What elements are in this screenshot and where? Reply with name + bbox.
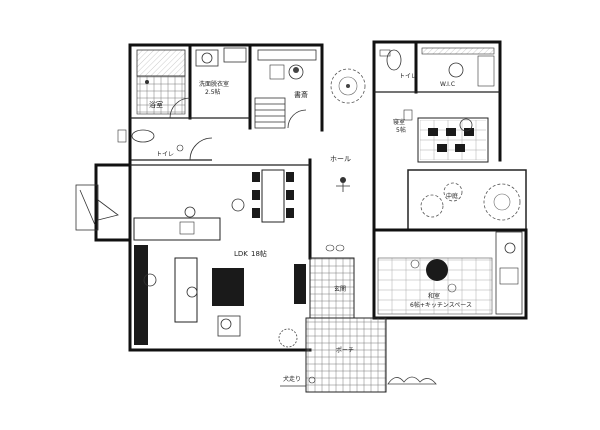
study-chair bbox=[288, 64, 304, 80]
label-toilet-1: トイレ bbox=[156, 151, 174, 158]
label-toilet-2: トイレ bbox=[399, 73, 417, 80]
label-washroom: 洗面脱衣室 bbox=[199, 80, 229, 88]
dining-table bbox=[252, 169, 294, 223]
label-washroom-size: 2.5帖 bbox=[205, 88, 221, 96]
label-porch: ポーチ bbox=[336, 346, 354, 354]
tv-unit bbox=[294, 264, 306, 304]
genkan bbox=[309, 244, 355, 319]
label-bedroom: 寝室 bbox=[393, 118, 405, 126]
bath-block bbox=[128, 43, 324, 132]
label-washitsu-detail: 6帖+キッチンスペース bbox=[410, 301, 472, 309]
plant bbox=[278, 328, 298, 348]
label-bedroom-size: 5帖 bbox=[396, 126, 406, 134]
label-hall: ホール bbox=[330, 155, 351, 163]
low-table bbox=[426, 259, 448, 281]
label-approach: 犬走り bbox=[283, 375, 301, 383]
label-bath: 浴室 bbox=[149, 100, 163, 109]
living-sofa bbox=[174, 257, 198, 323]
bathtub bbox=[136, 49, 186, 77]
label-ldk: LDK bbox=[234, 250, 248, 258]
porch bbox=[305, 317, 387, 393]
label-ldk-size: 18帖 bbox=[251, 249, 267, 258]
label-genkan: 玄関 bbox=[334, 285, 346, 293]
washitsu bbox=[372, 228, 528, 320]
kitchen-figure bbox=[184, 206, 196, 218]
stairs bbox=[254, 97, 286, 129]
shrub bbox=[387, 376, 437, 385]
hall-figure bbox=[336, 177, 350, 192]
courtyard bbox=[407, 169, 527, 231]
garden-tree bbox=[330, 68, 366, 104]
coffee-table bbox=[212, 268, 244, 306]
label-wic: W.I.C bbox=[440, 81, 455, 88]
label-washitsu: 和室 bbox=[428, 292, 440, 300]
label-courtyard: 中庭 bbox=[446, 192, 458, 200]
toilet-1 bbox=[117, 123, 213, 162]
ldk-block bbox=[75, 158, 312, 352]
bed bbox=[417, 117, 489, 163]
bedroom-block bbox=[372, 40, 502, 320]
label-study: 書斎 bbox=[294, 90, 308, 99]
